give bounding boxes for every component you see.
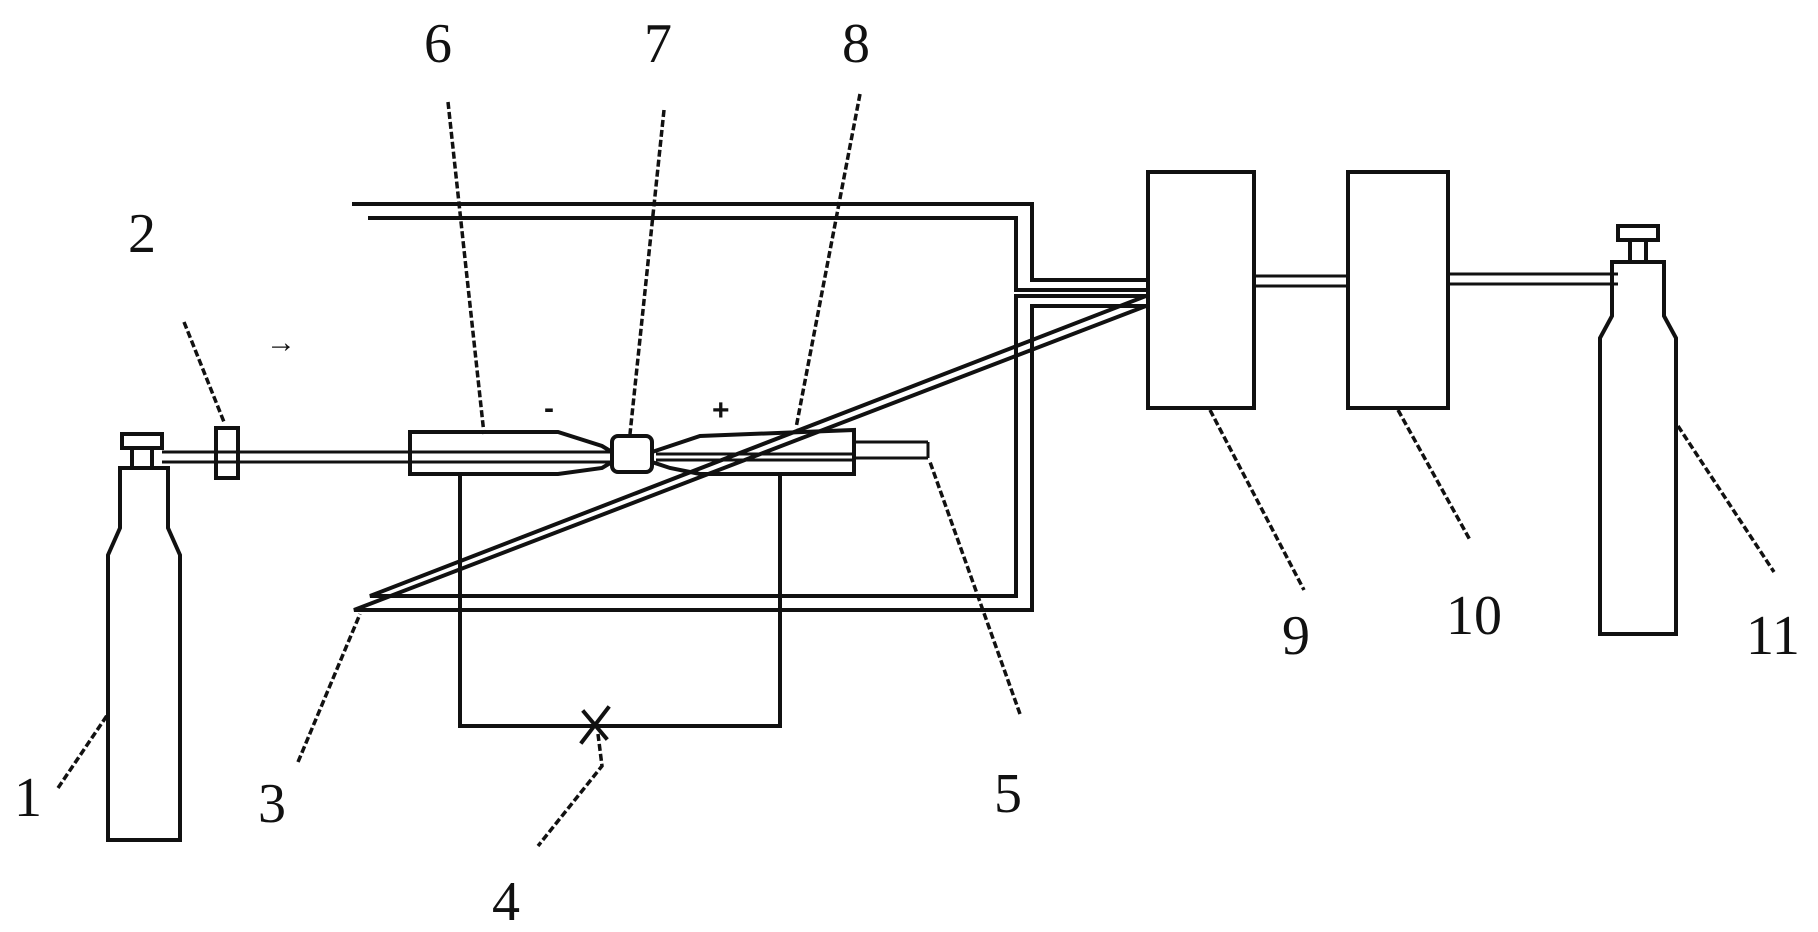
label-5: 5 (994, 763, 1022, 825)
label-2: 2 (128, 203, 156, 265)
label-9: 9 (1282, 605, 1310, 667)
label-3: 3 (258, 773, 286, 835)
gas-cylinder-right (1598, 224, 1678, 636)
flow-valve (214, 426, 240, 480)
flow-direction-arrow: → (266, 326, 296, 359)
outlet-pipe (854, 440, 930, 460)
anode-holder (650, 427, 856, 476)
reaction-chamber (352, 202, 1148, 612)
label-4: 4 (492, 871, 520, 932)
cathode-holder (408, 430, 614, 476)
label-1: 1 (14, 767, 42, 829)
unit-box-9 (1146, 170, 1256, 410)
label-6: 6 (424, 13, 452, 75)
arc-sample (610, 434, 654, 474)
unit-box-10 (1346, 170, 1450, 410)
label-7: 7 (644, 13, 672, 75)
power-circuit (458, 472, 782, 745)
label-11: 11 (1746, 605, 1800, 667)
inlet-pipe (162, 450, 413, 464)
exhaust-pipes (1254, 272, 1618, 288)
anode-sign: + (712, 394, 730, 427)
cathode-sign: - (544, 392, 554, 425)
label-10: 10 (1446, 585, 1502, 647)
label-8: 8 (842, 13, 870, 75)
leader-lines (56, 93, 1776, 848)
gas-cylinder-left (106, 432, 182, 842)
